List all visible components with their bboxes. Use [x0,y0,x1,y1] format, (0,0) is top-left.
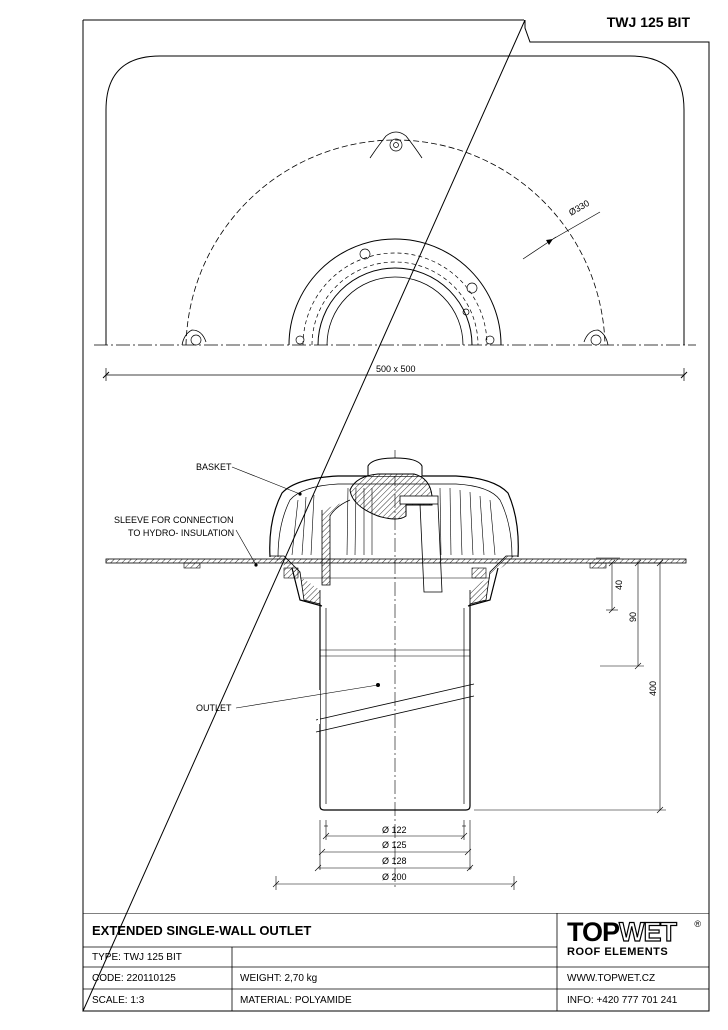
topwet-logo: TOPWET ROOF ELEMENTS ® [567,917,707,965]
label-sleeve-line1: SLEEVE FOR CONNECTION [114,515,234,525]
scale-field: SCALE: 1:3 [92,995,145,1006]
plan-view [94,55,696,381]
logo-subtitle: ROOF ELEMENTS [567,946,669,958]
drawing-code: TWJ 125 BIT [606,14,690,30]
dim-diameter-128: Ø 128 [382,856,407,866]
section-view [105,450,687,890]
label-outlet: OUTLET [196,703,232,713]
title-block: EXTENDED SINGLE-WALL OUTLET TYPE: TWJ 12… [83,913,709,1011]
logo-registered-mark: ® [694,919,701,929]
label-sleeve-line2: TO HYDRO- INSULATION [128,528,235,538]
logo-wet-text: WET [618,917,677,947]
code-field: CODE: 220110125 [92,973,176,984]
dim-height-400: 400 [648,680,658,696]
dim-diameter-200: Ø 200 [382,872,407,882]
logo-top-text: TOP [567,917,620,947]
label-basket: BASKET [196,462,232,472]
weight-field: WEIGHT: 2,70 kg [240,973,318,984]
plan-size-label: 500 x 500 [376,364,416,374]
info-phone-field: INFO: +420 777 701 241 [567,995,678,1006]
dim-diameter-122: Ø 122 [382,825,407,835]
drawing-title: EXTENDED SINGLE-WALL OUTLET [92,923,312,938]
website-field[interactable]: WWW.TOPWET.CZ [567,973,656,984]
dim-diameter-125: Ø 125 [382,840,407,850]
type-field: TYPE: TWJ 125 BIT [92,952,182,963]
dim-height-90: 90 [628,611,638,622]
material-field: MATERIAL: POLYAMIDE [240,995,352,1006]
dim-height-40: 40 [614,579,624,590]
